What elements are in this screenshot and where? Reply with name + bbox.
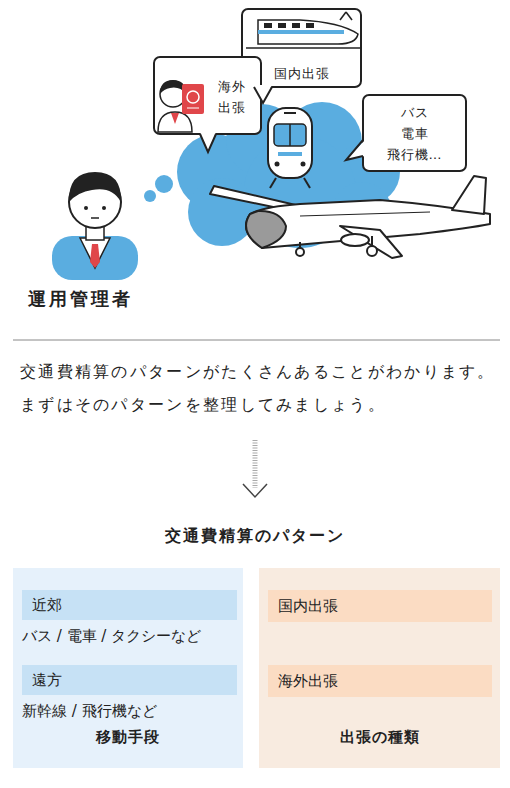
illustration-part [246,200,490,248]
illustration-part [340,226,402,258]
intro-text: 交通費精算のパターンがたくさんあることがわかります。 [20,362,496,383]
speech-bubble: バス 電車 飛行機… [362,94,467,172]
category-panel: 出張の種類 国内出張海外出張 [259,568,500,768]
illustration-part [80,238,110,268]
illustration-part [187,91,199,103]
illustration-part [144,190,156,202]
illustration-part [246,47,362,49]
traveler-with-passport [158,80,204,132]
illustration-part [300,212,430,216]
illustration-part [171,113,179,124]
illustration-part [160,80,186,94]
illustration-part [346,140,363,160]
illustration-part [452,176,486,214]
airplane [210,176,490,258]
illustration-part [340,12,346,20]
item-body: 新幹線 / 飛行機など [22,700,237,722]
illustration-part [158,112,192,132]
illustration-part [371,236,373,246]
illustration-part [284,112,296,114]
illustration-part [188,178,256,246]
illustration-part [289,124,291,146]
illustration-part [246,211,286,248]
illustration-part [253,440,258,488]
illustration-part [275,162,280,167]
speech-bubble: 海外 出張 [153,56,262,135]
divider-line [13,340,500,341]
illustration-part [306,23,314,28]
illustration-part [258,30,344,34]
illustration-part [292,23,300,28]
illustration-part [210,186,336,220]
illustration-part [278,152,302,156]
illustration-part [243,484,267,497]
illustration-part [200,132,216,152]
panel-footer: 出張の種類 [259,728,500,747]
category-item: 近郊バス / 電車 / タクシーなど [22,590,237,652]
category-item: 遠方新幹線 / 飛行機など [22,665,237,727]
down-arrow [243,440,267,497]
illustration-part [341,234,369,246]
illustration-part [301,162,306,167]
bubble-tail [254,85,272,103]
illustration-part [346,12,352,20]
illustration-part [102,206,106,210]
illustration-part [69,172,121,202]
illustration-part [264,23,272,28]
illustration-part [258,20,358,44]
role-label: 運用管理者 [28,287,133,311]
illustration-part [91,217,99,219]
illustration-part [304,178,310,188]
illustration-part [282,102,362,182]
illustration-part [90,244,100,268]
illustration-part [69,176,121,228]
item-heading: 近郊 [22,590,237,620]
illustration-part [155,175,173,193]
illustration-part [182,84,204,114]
illustration-part [187,108,199,109]
manager-figure [52,172,138,280]
illustration-part [268,108,312,178]
illustration-part [270,178,276,188]
category-item: 海外出張 [268,665,492,699]
category-item: 国内出張 [268,590,492,624]
item-heading: 遠方 [22,665,237,695]
illustration-part [346,140,365,160]
diagram-title: 交通費精算のパターン [0,526,510,547]
illustration-part [254,85,272,103]
illustration-part [84,206,88,210]
train-front [268,108,312,188]
item-heading: 海外出張 [268,665,492,697]
panel-footer: 移動手段 [13,728,243,747]
illustration-part [86,222,104,240]
item-body: バス / 電車 / タクシーなど [22,625,237,647]
illustration-part [177,134,253,210]
illustration-part [200,134,216,152]
category-panel: 移動手段 近郊バス / 電車 / タクシーなど遠方新幹線 / 飛行機など [13,568,243,768]
illustration-part [367,246,377,256]
item-heading: 国内出張 [268,590,492,622]
bubble-text: バス 電車 飛行機… [364,102,465,165]
shinkansen-symbol [246,12,362,48]
bubble-tail [346,140,365,160]
illustration-part [254,87,272,103]
illustration-part [274,124,306,146]
bubble-tail [200,132,216,152]
illustration-part [299,242,301,248]
illustration-part [160,81,186,107]
illustration-part [296,248,304,256]
illustration-part [52,236,138,280]
illustration-part [278,23,286,28]
illustration-part [244,136,356,248]
illustration-part [332,182,392,242]
bubble-text: 海外 出張 [209,76,255,118]
intro-text: まずはそのパターンを整理してみましょう。 [20,395,386,416]
